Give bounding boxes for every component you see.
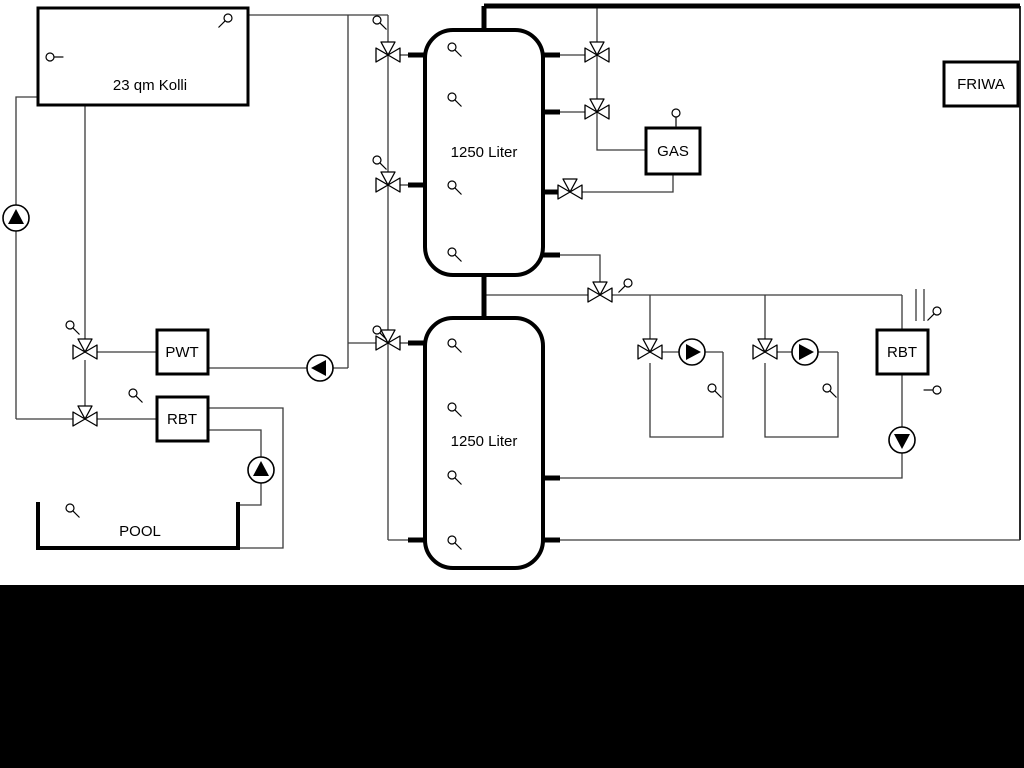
pump-icon	[791, 338, 819, 366]
temperature-sensor-icon	[822, 383, 838, 399]
temperature-sensor-icon	[372, 155, 388, 171]
pool-label: POOL	[119, 523, 161, 540]
gas-label: GAS	[657, 143, 689, 160]
rbt-right-box: RBT	[875, 328, 930, 376]
buffer-tank-top: 1250 Liter	[423, 28, 545, 277]
temperature-sensor-icon	[65, 503, 81, 519]
pipes	[15, 6, 1021, 549]
friwa-box: FRIWA	[942, 60, 1020, 108]
rbt-right-label: RBT	[887, 344, 917, 361]
gas-boiler-box: GAS	[644, 126, 702, 176]
thick-pipes	[408, 3, 1020, 543]
temperature-sensor-icon	[922, 379, 944, 401]
buffer-tank-bottom: 1250 Liter	[423, 316, 545, 570]
buffer-tank-bottom-label: 1250 Liter	[451, 433, 518, 450]
pwt-box: PWT	[155, 328, 210, 376]
three-way-valve-icon	[557, 178, 583, 200]
three-way-valve-icon	[72, 338, 98, 360]
three-way-valve-icon	[587, 281, 613, 303]
temperature-sensor-icon	[65, 320, 81, 336]
pipe-break-icon	[915, 289, 925, 321]
rbt-left-box: RBT	[155, 395, 210, 443]
three-way-valve-icon	[752, 338, 778, 360]
temperature-sensor-icon	[665, 106, 687, 128]
pump-icon	[247, 456, 275, 484]
temperature-sensor-icon	[707, 383, 723, 399]
temperature-sensor-icon	[372, 15, 388, 31]
collector-label: 23 qm Kolli	[113, 77, 187, 94]
friwa-label: FRIWA	[957, 76, 1005, 93]
pump-icon	[2, 204, 30, 232]
solar-collector-box: 23 qm Kolli	[36, 6, 250, 107]
pool: POOL	[36, 502, 240, 550]
three-way-valve-icon	[637, 338, 663, 360]
pwt-label: PWT	[165, 344, 198, 361]
temperature-sensor-icon	[128, 388, 144, 404]
buffer-tank-top-label: 1250 Liter	[451, 144, 518, 161]
temperature-sensor-icon	[617, 278, 633, 294]
rbt-left-label: RBT	[167, 411, 197, 428]
pump-icon	[306, 354, 334, 382]
three-way-valve-icon	[72, 405, 98, 427]
pump-icon	[678, 338, 706, 366]
pump-icon	[888, 426, 916, 454]
temperature-sensor-icon	[926, 306, 942, 322]
bottom-black-band	[0, 585, 1024, 768]
